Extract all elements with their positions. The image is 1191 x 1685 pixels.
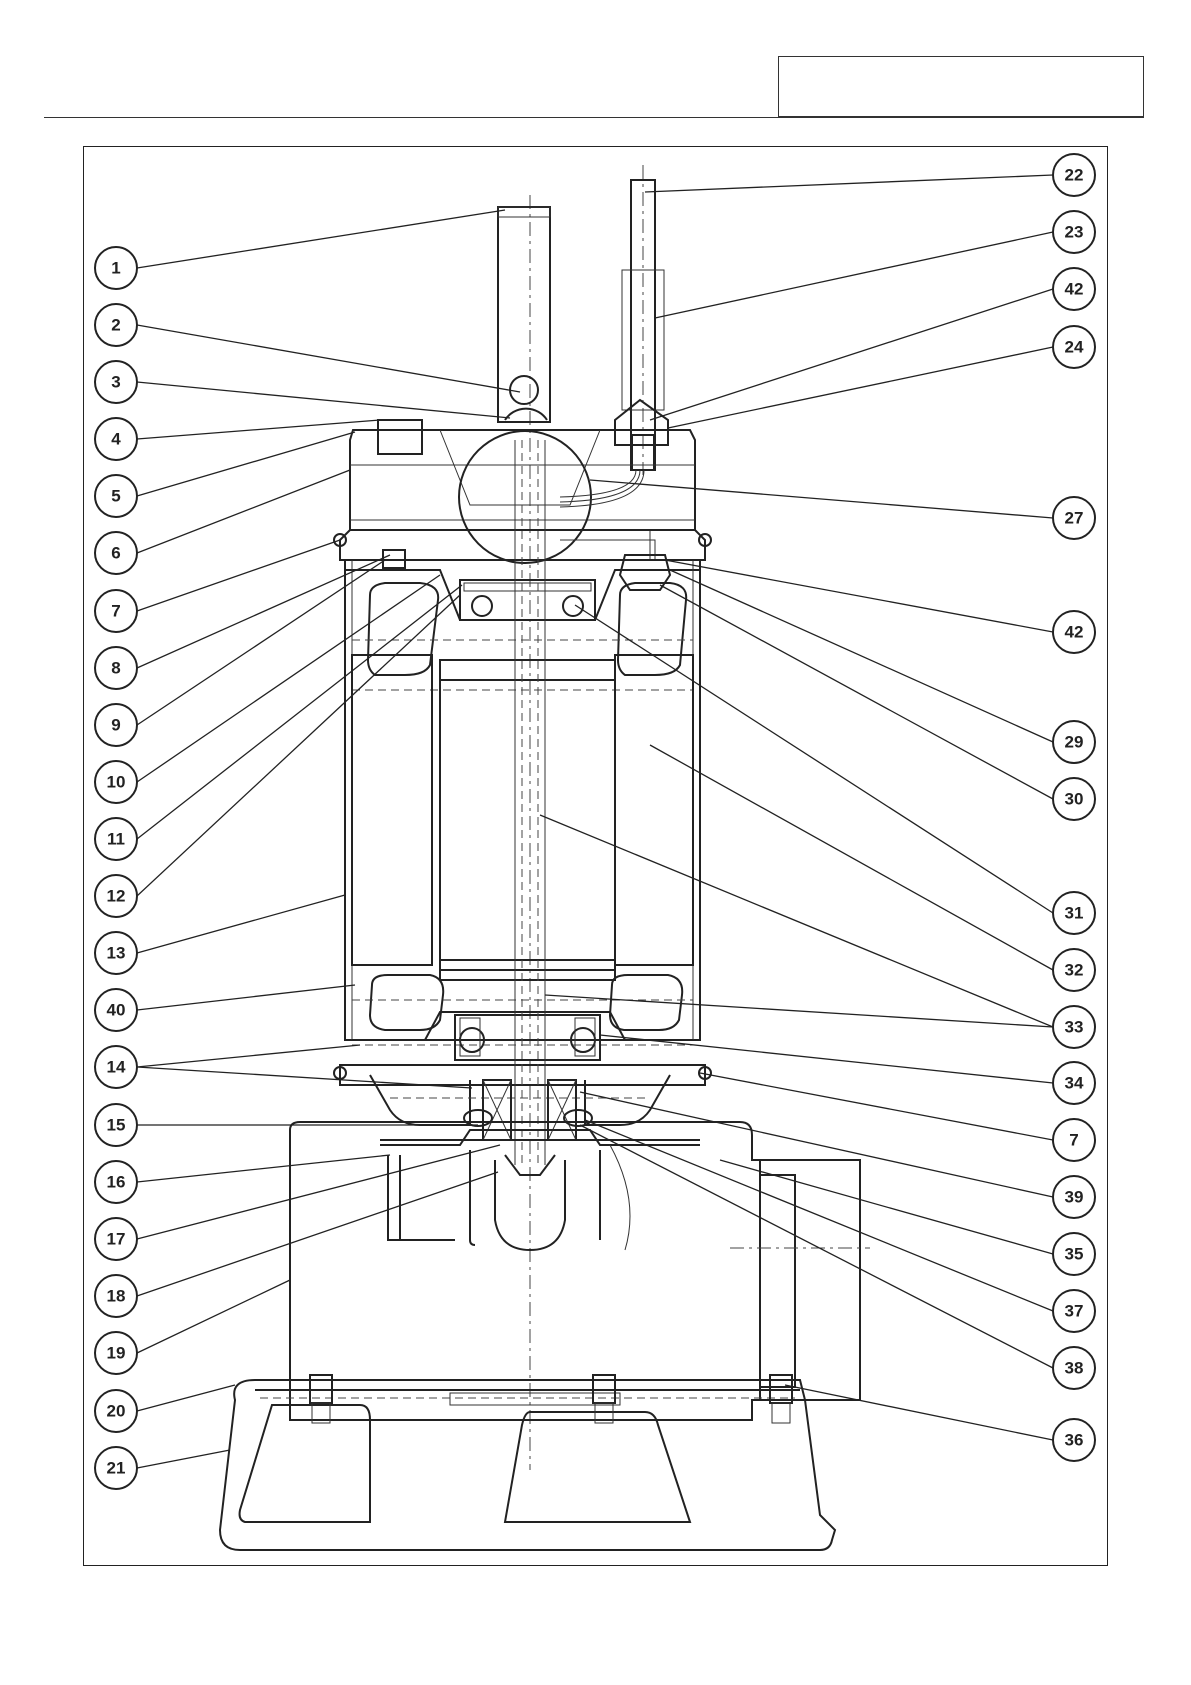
callout-label-left-0: 1 (111, 259, 120, 278)
callout-label-left-8: 9 (111, 716, 120, 735)
callout-label-right-8: 31 (1065, 904, 1084, 923)
callout-label-left-13: 40 (107, 1001, 126, 1020)
callout-label-left-14: 14 (107, 1058, 126, 1077)
callout-label-left-15: 15 (107, 1116, 126, 1135)
callout-label-right-15: 37 (1065, 1302, 1084, 1321)
callout-label-right-16: 38 (1065, 1359, 1084, 1378)
callout-label-right-4: 27 (1065, 509, 1084, 528)
callout-label-left-21: 21 (107, 1459, 126, 1478)
callout-label-right-2: 42 (1065, 280, 1084, 299)
lower-flange (334, 1065, 711, 1140)
callout-label-left-16: 16 (107, 1173, 126, 1192)
callouts-right: 22 23 42 24 27 42 29 30 31 32 33 34 7 39 35 37 38 36 (1053, 154, 1095, 1461)
callout-label-right-6: 29 (1065, 733, 1084, 752)
callout-label-left-7: 8 (111, 659, 120, 678)
callout-label-left-17: 17 (107, 1230, 126, 1249)
callout-label-right-7: 30 (1065, 790, 1084, 809)
base-stand (220, 1375, 835, 1550)
callout-label-left-20: 20 (107, 1402, 126, 1421)
callout-label-right-1: 23 (1065, 223, 1084, 242)
callout-label-right-3: 24 (1065, 338, 1084, 357)
callout-label-left-9: 10 (107, 773, 126, 792)
callout-label-left-3: 4 (111, 430, 121, 449)
callout-label-left-6: 7 (111, 602, 120, 621)
callout-label-left-4: 5 (111, 487, 120, 506)
callout-label-right-17: 36 (1065, 1431, 1084, 1450)
rotor (440, 660, 615, 980)
leader-lines (137, 175, 1053, 1468)
callout-label-right-10: 33 (1065, 1018, 1084, 1037)
callout-label-left-1: 2 (111, 316, 120, 335)
winding-bottom (352, 975, 693, 1045)
callout-label-right-0: 22 (1065, 166, 1084, 185)
cable-gland (615, 165, 668, 475)
callout-label-left-18: 18 (107, 1287, 126, 1306)
callout-label-left-2: 3 (111, 373, 120, 392)
callout-label-left-10: 11 (107, 830, 125, 849)
callout-label-right-11: 34 (1065, 1074, 1084, 1093)
callout-label-left-5: 6 (111, 544, 120, 563)
callout-label-right-9: 32 (1065, 961, 1084, 980)
callout-label-right-5: 42 (1065, 623, 1084, 642)
callout-label-left-11: 12 (107, 887, 126, 906)
callout-label-left-12: 13 (107, 944, 126, 963)
pump-casing (290, 1122, 760, 1420)
callout-label-right-13: 39 (1065, 1188, 1084, 1207)
callout-label-right-14: 35 (1065, 1245, 1084, 1264)
callout-label-left-19: 19 (107, 1344, 126, 1363)
wiring (560, 470, 655, 560)
callout-label-right-12: 7 (1069, 1131, 1078, 1150)
